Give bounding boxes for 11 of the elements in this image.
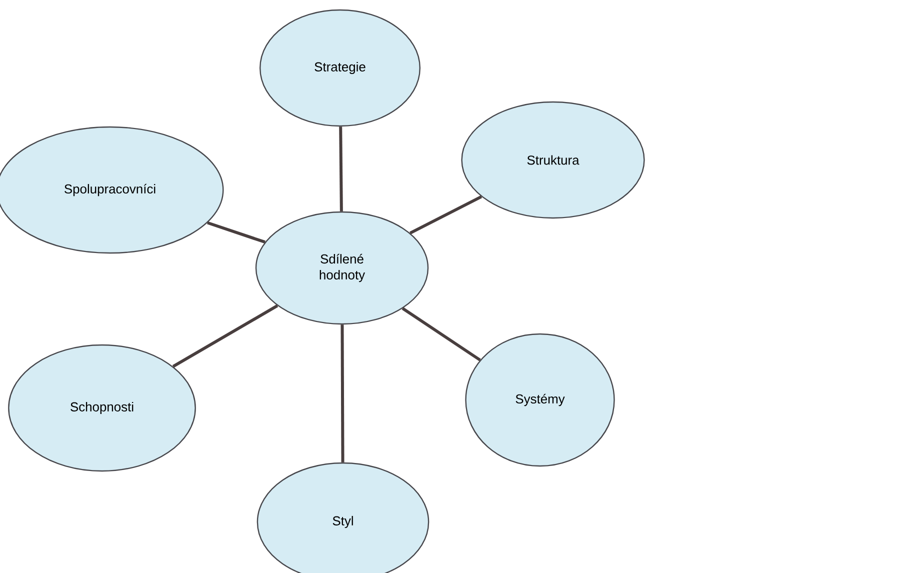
ellipse-node: Strategie: [260, 9, 421, 127]
ellipse-node: Struktura: [461, 101, 645, 219]
ellipse-node: Styl: [256, 462, 430, 573]
ellipse-node: Systémy: [465, 333, 615, 467]
connector-line: [207, 221, 266, 244]
connector-line: [172, 304, 278, 368]
ellipse-node: Schopnosti: [8, 344, 196, 472]
connector-line: [410, 195, 482, 234]
connector-line: [340, 324, 344, 462]
connector-line: [339, 126, 343, 212]
connector-line: [402, 307, 481, 362]
